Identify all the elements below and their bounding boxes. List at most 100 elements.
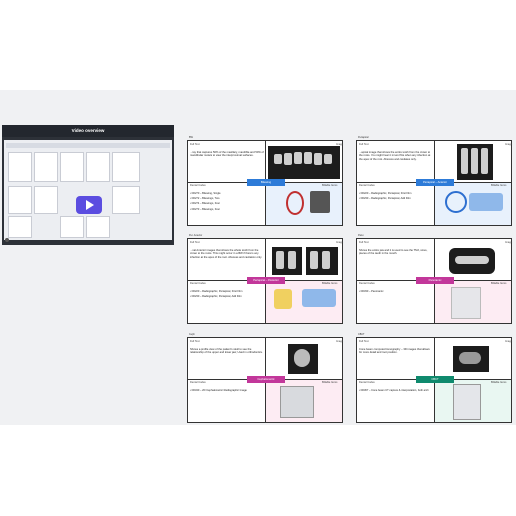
col-label-left: Full Text bbox=[359, 340, 369, 343]
dental-code: • D0272 – Bitewings, Two bbox=[190, 197, 220, 201]
thumbnail-card bbox=[86, 152, 110, 182]
thumbnail-card bbox=[112, 152, 140, 182]
bottom-right-panel bbox=[266, 281, 342, 323]
card-section-label: CBCT bbox=[358, 333, 365, 336]
card-description: Cone beam computed tomography – 3D image… bbox=[359, 348, 430, 355]
dental-code: • D0230 – Radiographic, Periapical, Add … bbox=[190, 295, 242, 299]
positioner-image bbox=[302, 289, 336, 307]
player-control-icon[interactable] bbox=[5, 238, 9, 242]
card-section-label: BW bbox=[189, 136, 193, 139]
items-label: Billable Items bbox=[491, 184, 507, 187]
thumbnail-card bbox=[34, 152, 58, 182]
thumbnail-card bbox=[60, 152, 84, 182]
bottom-right-panel bbox=[266, 183, 342, 225]
col-label-right: Image bbox=[505, 340, 513, 343]
card-bitewing: BW Full Text Image ...ray that captures … bbox=[187, 136, 344, 226]
cbct-machine-image bbox=[453, 384, 481, 420]
codes-label: Dental Codes bbox=[359, 282, 375, 285]
codes-label: Dental Codes bbox=[359, 381, 375, 384]
card-section-label: Per. Anterior bbox=[189, 234, 203, 237]
col-label-left: Full Text bbox=[190, 143, 200, 146]
card-description: Shows a profile view of the patient's sk… bbox=[190, 348, 263, 355]
col-label-left: Full Text bbox=[190, 241, 200, 244]
bottom-right-panel bbox=[266, 380, 342, 422]
card-section-label: Pano bbox=[358, 234, 364, 237]
posterior-xray-image-2 bbox=[306, 247, 338, 275]
card-periapical-posterior: Per. Anterior Full Text Image ...nal Ant… bbox=[187, 234, 344, 324]
items-label: Billable Items bbox=[322, 282, 338, 285]
card-description: ...ray that captures 50% of the maxillar… bbox=[190, 151, 264, 158]
dental-code: • D0220 – Radiographic, Periapical, Firs… bbox=[190, 290, 243, 293]
card-cbct: CBCT Full Text Image Cone beam computed … bbox=[356, 333, 513, 423]
card-description: ...nal Anterior images that shows the wh… bbox=[190, 249, 262, 259]
panoramic-machine-image bbox=[451, 287, 481, 319]
bottom-right-panel bbox=[435, 380, 511, 422]
card-panoramic: Pano Full Text Image Shows the entire ja… bbox=[356, 234, 513, 324]
col-label-left: Full Text bbox=[359, 143, 369, 146]
tag-periapical-anterior: Periapical – Anterior bbox=[416, 179, 454, 186]
dental-code: • D0220 – Radiographic, Periapical, Firs… bbox=[359, 192, 412, 195]
col-label-left: Full Text bbox=[359, 241, 369, 244]
posterior-holder-image bbox=[274, 289, 292, 309]
codes-label: Dental Codes bbox=[359, 184, 375, 187]
bottom-right-panel bbox=[435, 281, 511, 323]
thumbnail-toolbar bbox=[6, 143, 170, 148]
codes-label: Dental Codes bbox=[190, 184, 206, 187]
tag-cephalometric: Cephalometric bbox=[247, 376, 285, 383]
thumbnail-card bbox=[60, 216, 84, 238]
positioner-image bbox=[469, 193, 503, 211]
items-label: Billable Items bbox=[491, 282, 507, 285]
dental-code-list: • D0220 – Radiographic, Periapical, Firs… bbox=[359, 191, 429, 201]
sensor-holder-image bbox=[445, 191, 467, 213]
dental-code-list: • D0340 – 2D Cephalometric Radiographic … bbox=[190, 388, 260, 393]
dental-code-list: • D0270 – Bitewing, Single • D0272 – Bit… bbox=[190, 191, 260, 212]
video-title: Video overview bbox=[2, 125, 174, 137]
dental-code: • D0274 – Bitewings, Four bbox=[190, 202, 221, 206]
dental-code: • D0270 – Bitewing, Single bbox=[190, 192, 221, 195]
bottom-right-panel bbox=[435, 183, 511, 225]
dental-code: • D0330 – Panoramic bbox=[359, 290, 384, 293]
tag-periapical-posterior: Periapical – Posterior bbox=[247, 277, 285, 284]
col-label-right: Image bbox=[336, 143, 344, 146]
thumbnail-card bbox=[8, 186, 32, 214]
items-label: Billable Items bbox=[322, 184, 338, 187]
dental-code: • D0273 – Bitewings, Four bbox=[190, 207, 221, 211]
thumbnail-card bbox=[112, 186, 140, 214]
video-overview-panel[interactable]: Video overview bbox=[2, 125, 174, 245]
tag-bitewing: Bitewing bbox=[247, 179, 285, 186]
items-label: Billable Items bbox=[322, 381, 338, 384]
card-section-label: Ceph bbox=[189, 333, 195, 336]
card-description: Shows the entire jaw and it is used to s… bbox=[359, 249, 428, 256]
ceph-xray-image bbox=[288, 344, 318, 374]
card-periapical-anterior: Periapical Full Text Image ...apical ima… bbox=[356, 136, 513, 226]
col-label-right: Image bbox=[336, 241, 344, 244]
col-label-right: Image bbox=[505, 241, 513, 244]
play-button-icon[interactable] bbox=[76, 196, 102, 214]
dental-code-list: • D0367 – Cone beam CT capture & interpr… bbox=[359, 388, 429, 393]
col-label-left: Full Text bbox=[190, 340, 200, 343]
codes-label: Dental Codes bbox=[190, 381, 206, 384]
dental-code: • D0367 – Cone beam CT capture & interpr… bbox=[359, 389, 429, 392]
sensor-cable-image bbox=[286, 191, 304, 215]
panoramic-xray-image bbox=[449, 248, 495, 274]
bitewing-xray-image bbox=[268, 146, 340, 179]
ceph-machine-image bbox=[280, 386, 314, 418]
cbct-scan-image bbox=[453, 346, 489, 372]
tag-panoramic: Panoramic bbox=[416, 277, 454, 284]
video-thumbnail[interactable] bbox=[4, 140, 172, 240]
dental-code-list: • D0220 – Radiographic, Periapical, Firs… bbox=[190, 289, 260, 299]
thumbnail-card bbox=[8, 216, 32, 238]
card-section-label: Periapical bbox=[358, 136, 369, 139]
sensor-device-image bbox=[310, 191, 330, 213]
dental-code: • D0230 – Radiographic, Periapical, Add … bbox=[359, 197, 411, 201]
col-label-right: Image bbox=[505, 143, 513, 146]
card-description: ...apical image that shows the entire to… bbox=[359, 151, 431, 161]
dental-code-list: • D0330 – Panoramic bbox=[359, 289, 429, 294]
thumbnail-card bbox=[8, 152, 32, 182]
thumbnail-card bbox=[86, 216, 110, 238]
dental-code: • D0340 – 2D Cephalometric Radiographic … bbox=[190, 389, 247, 392]
periapical-xray-image bbox=[457, 144, 493, 180]
posterior-xray-image-1 bbox=[272, 247, 302, 275]
thumbnail-card bbox=[34, 186, 58, 214]
items-label: Billable Items bbox=[491, 381, 507, 384]
